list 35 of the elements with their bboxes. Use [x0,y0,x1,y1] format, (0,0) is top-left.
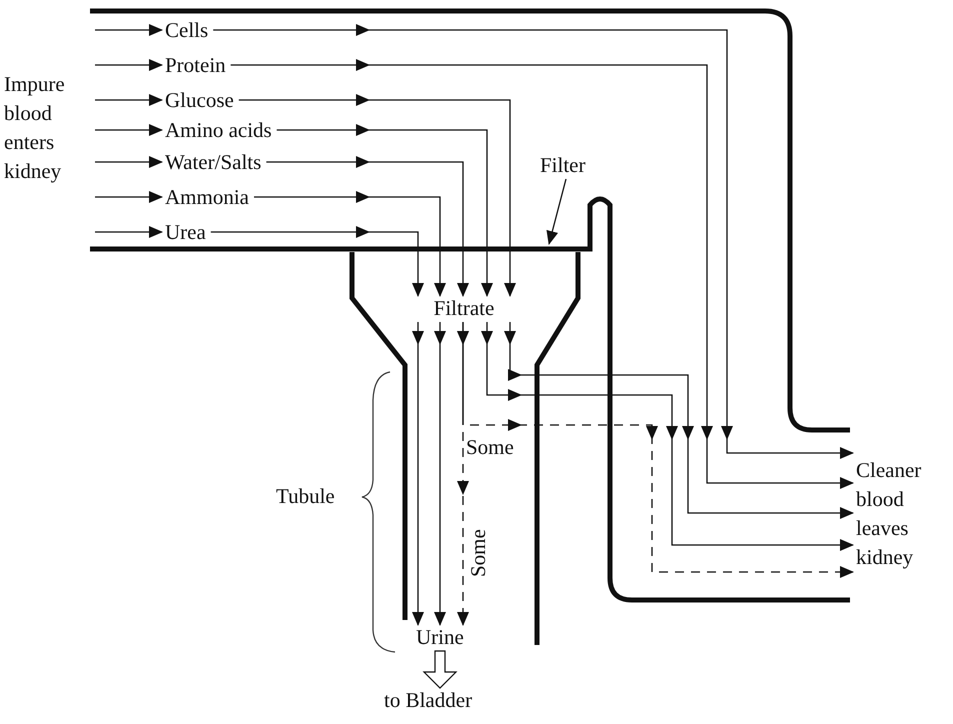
substance-label: Protein [165,55,226,76]
arrow [95,124,163,136]
arrow [481,322,854,551]
hollow-arrow [422,650,458,689]
arrow [266,156,469,297]
arrow [434,322,446,626]
substance-label: Water/Salts [165,152,262,173]
arrow [457,322,469,626]
arrow [254,191,446,297]
part-label: Tubule [276,486,335,507]
arrow [213,24,854,459]
arrow [230,59,854,489]
filtrate-label: Filtrate [412,298,516,319]
arrow [95,24,163,36]
filter-label: Filter [540,155,586,176]
arrow [95,94,163,106]
arrow [504,322,854,519]
arrow [412,322,424,626]
outflow-label: Cleaner blood leaves kidney [856,456,948,572]
substance-label: Cells [165,20,208,41]
arrow [95,59,163,71]
arrow [95,191,163,203]
destination-label: to Bladder [384,690,472,711]
arrow [276,124,493,297]
arrow [238,94,516,297]
urine-label: Urine [416,627,464,648]
arrow [95,226,163,238]
inflow-label: Impure blood enters kidney [4,71,66,185]
leader-line [546,178,567,245]
substance-label: Urea [165,222,206,243]
substance-label: Glucose [165,90,234,111]
arrow [210,226,424,297]
arrow [95,156,163,168]
substance-label: Ammonia [165,187,249,208]
substance-label: Amino acids [165,120,272,141]
